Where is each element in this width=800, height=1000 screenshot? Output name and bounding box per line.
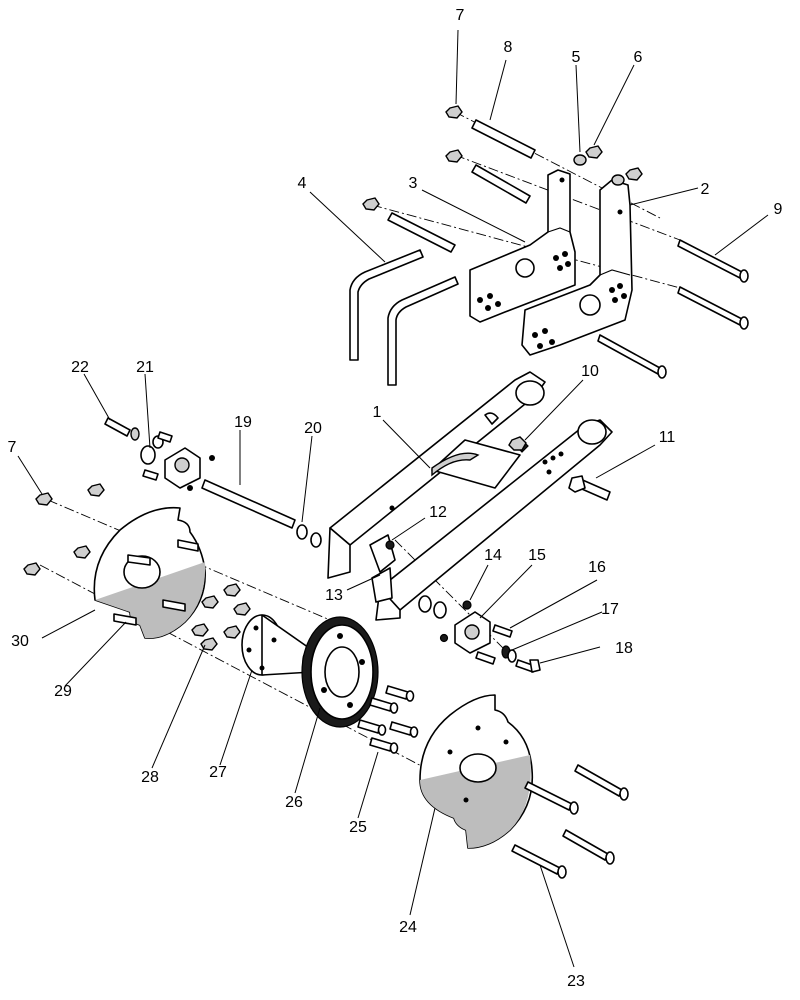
callout-6: 6 (634, 49, 643, 66)
bearing-21 (140, 431, 215, 491)
disc-24 (419, 694, 534, 849)
callout-2: 2 (701, 181, 710, 198)
nut-7-top (362, 105, 463, 211)
callout-16: 16 (588, 559, 606, 576)
rod-8 (471, 119, 536, 204)
bearing-15 (454, 611, 491, 654)
callout-25: 25 (349, 819, 367, 836)
callout-7-top: 7 (456, 7, 465, 24)
callout-24: 24 (399, 919, 417, 936)
nut-6 (585, 145, 643, 181)
rod-4 (349, 212, 459, 386)
nut-14 (439, 600, 472, 643)
nuts-28 (191, 583, 251, 651)
callout-18: 18 (615, 640, 633, 657)
callout-13: 13 (325, 587, 343, 604)
sprocket-26 (301, 616, 379, 728)
callout-19: 19 (234, 414, 252, 431)
bolt-16 (475, 624, 513, 665)
clip-12-13 (369, 534, 396, 603)
callout-20: 20 (304, 420, 322, 437)
main-frame-1 (327, 371, 613, 621)
callout-3: 3 (409, 175, 418, 192)
nut-10 (508, 436, 527, 451)
washer-17 (501, 645, 517, 663)
callout-17: 17 (601, 601, 619, 618)
bracket-2-holes (532, 209, 627, 349)
bolt-9 (597, 239, 749, 379)
callout-4: 4 (298, 175, 307, 192)
callout-5: 5 (572, 49, 581, 66)
callout-8: 8 (504, 39, 513, 56)
callout-11: 11 (659, 429, 676, 446)
callout-10: 10 (581, 363, 599, 380)
callout-22: 22 (71, 359, 89, 376)
bolts-25 (357, 685, 419, 754)
callout-27: 27 (209, 764, 227, 781)
bracket-3 (469, 169, 576, 323)
disc-30 (93, 506, 206, 639)
leader-lines (17, 29, 769, 968)
frame-1-holes (389, 451, 564, 511)
washers-20 (296, 524, 322, 548)
studs-29 (113, 539, 199, 626)
callout-30: 30 (11, 633, 29, 650)
nuts-left (23, 483, 105, 576)
callout-labels: 1 2 3 4 5 6 7 7 8 9 10 11 12 13 14 15 16… (8, 7, 783, 990)
callout-15: 15 (528, 547, 546, 564)
callout-9: 9 (774, 201, 783, 218)
bracket-3-holes (477, 177, 571, 311)
washer-5 (573, 154, 625, 186)
callout-21: 21 (136, 359, 154, 376)
callout-26: 26 (285, 794, 303, 811)
callout-29: 29 (54, 683, 72, 700)
bolt-22 (104, 417, 140, 441)
callout-1: 1 (373, 404, 382, 421)
shaft-19 (201, 479, 296, 529)
callout-23: 23 (567, 973, 585, 990)
bolt-11 (568, 475, 611, 501)
callout-12: 12 (429, 504, 447, 521)
washers-right (418, 595, 447, 619)
callout-7-left: 7 (8, 439, 17, 456)
bolt-18 (515, 659, 541, 673)
callout-28: 28 (141, 769, 159, 786)
callout-14: 14 (484, 547, 502, 564)
bolts-23 (511, 764, 629, 879)
